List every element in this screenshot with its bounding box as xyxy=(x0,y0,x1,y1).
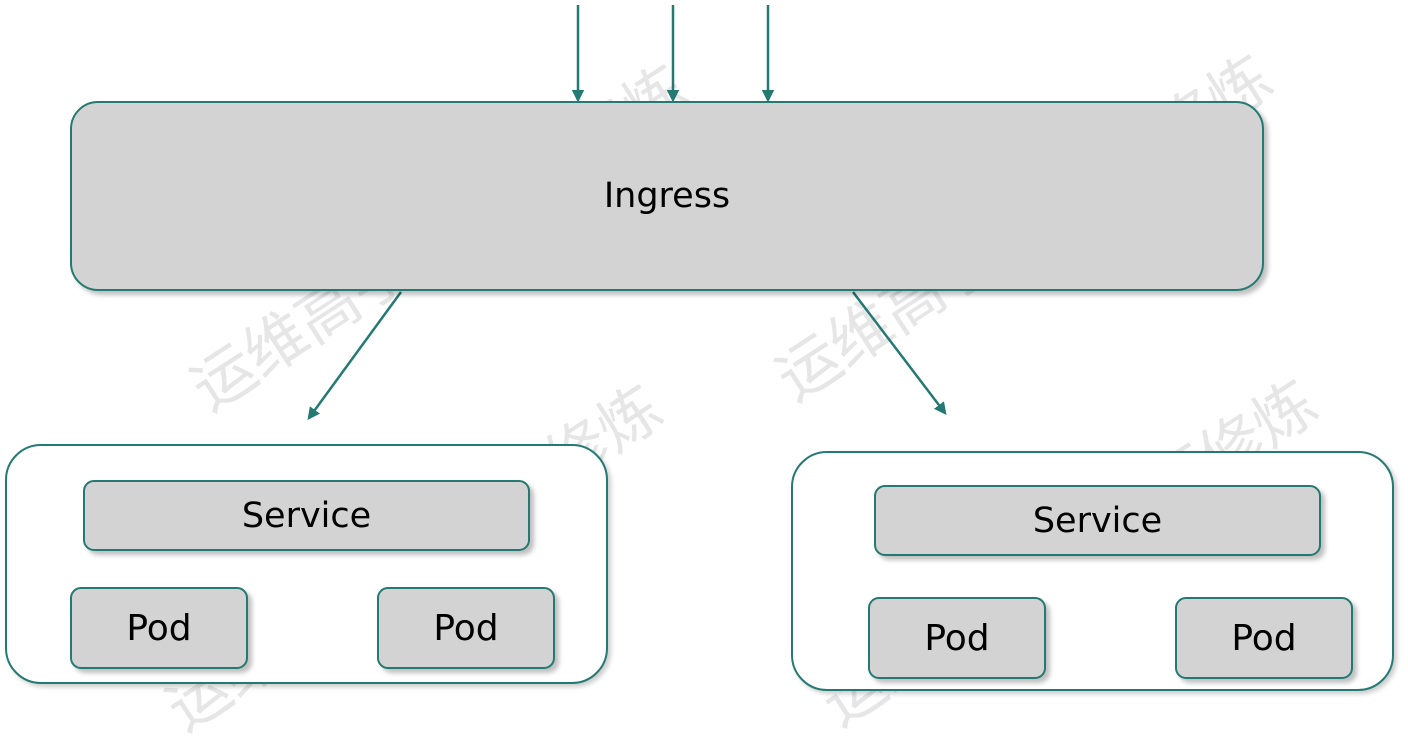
pod-box: Pod xyxy=(70,587,248,669)
pod-label: Pod xyxy=(1231,617,1297,659)
ingress-box: Ingress xyxy=(70,101,1264,291)
ingress-label: Ingress xyxy=(603,176,731,216)
service-label: Service xyxy=(1032,500,1163,541)
connector-arrows xyxy=(307,5,947,421)
service-box-right: Service xyxy=(874,485,1321,556)
pod-label: Pod xyxy=(433,607,499,649)
outgoing-arrow-right xyxy=(852,291,947,415)
pod-box: Pod xyxy=(1175,597,1353,679)
service-label: Service xyxy=(241,495,372,536)
outgoing-arrow-left xyxy=(307,291,403,421)
pod-label: Pod xyxy=(924,617,990,659)
pod-box: Pod xyxy=(868,597,1046,679)
service-box-left: Service xyxy=(83,480,530,551)
pod-label: Pod xyxy=(126,607,192,649)
pod-box: Pod xyxy=(377,587,555,669)
